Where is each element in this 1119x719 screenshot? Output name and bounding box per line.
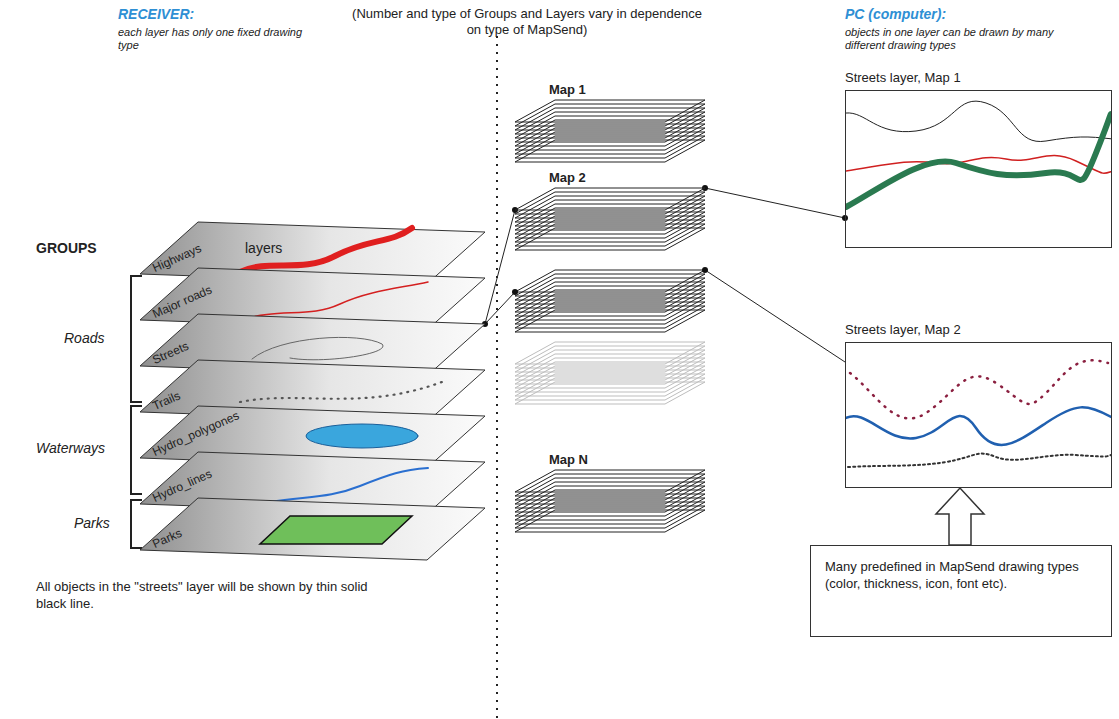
map-sheet [515,510,705,532]
group-label: Roads [64,330,128,346]
map-sheet [515,132,705,154]
panel-drawing [846,343,1110,486]
map-feature [240,382,442,402]
map-sheet [515,224,705,246]
joint-dot [512,289,518,295]
column-heading: layers [245,240,335,256]
panel-frame [845,90,1112,248]
map-name: Map N [549,452,739,468]
panel-heading: Streets layer, Map 2 [845,322,1112,338]
connector-line [485,210,515,324]
connector-line [705,188,845,218]
map-feature [846,407,1112,445]
map-sheet [515,140,705,162]
map-sheet [515,306,705,328]
map-feature [260,516,412,544]
map-sheet [515,506,705,528]
group-label: Waterways [36,440,128,456]
connector [936,488,984,545]
layer-panel: Streets layer, Map 1 [845,70,1112,248]
hollow-arrow [936,488,984,545]
map-feature [306,424,418,448]
column-heading: GROUPS [36,240,126,256]
map-stack: Map 1 [515,82,705,162]
panel-frame [845,342,1112,488]
map-stack-drawing [515,188,705,250]
layer-plane-shape [140,498,485,560]
connector [702,185,848,221]
group-bracket [131,500,142,548]
note-text: objects in one layer can be drawn by man… [845,26,1085,52]
map-sheet [515,378,705,400]
leader-line [705,270,845,362]
map-feature [270,468,428,502]
note-text: All objects in the "streets" layer will … [36,578,376,612]
map-sheet [515,502,705,524]
map-feature [846,113,1112,207]
joint-dot [702,267,708,273]
group-bracket [131,406,142,494]
map-feature [240,282,428,320]
layer-drawing [140,498,485,560]
header-note: (Number and type of Groups and Layers va… [352,6,702,38]
map-stacks [515,270,705,404]
map-sheet [515,228,705,250]
map-stack: Map N [515,452,705,532]
layer-panel: Streets layer, Map 2 [845,322,1112,488]
map-sheet [515,302,705,324]
map-feature [252,337,383,359]
panel-drawing [846,91,1110,246]
box-text: Many predefined in MapSend drawing types… [825,558,1097,592]
panel-heading: Streets layer, Map 1 [845,70,1112,86]
text-box: Many predefined in MapSend drawing types… [810,545,1112,637]
map-feature [240,228,412,272]
map-name: Map 1 [549,82,739,98]
map-sheet [515,374,705,396]
layer-plane: Parks [140,498,485,560]
map-feature [848,454,1111,467]
group-label: Parks [74,515,128,531]
map-stack-drawing [515,470,705,532]
map-sheet [515,220,705,242]
section-title: RECEIVER: [118,6,318,22]
divider-line [496,36,498,719]
connector [482,207,518,327]
map-feature [846,101,1112,141]
group-bracket [131,276,142,402]
map-sheet [515,136,705,158]
map-stack: Map 2 [515,170,705,250]
map-name: Map 2 [549,170,739,186]
section-title: PC (computer): [845,6,1085,22]
map-sheet [515,310,705,332]
map-stack-drawing [515,100,705,162]
map-sheet [515,382,705,404]
note-text: each layer has only one fixed drawing ty… [118,26,318,52]
